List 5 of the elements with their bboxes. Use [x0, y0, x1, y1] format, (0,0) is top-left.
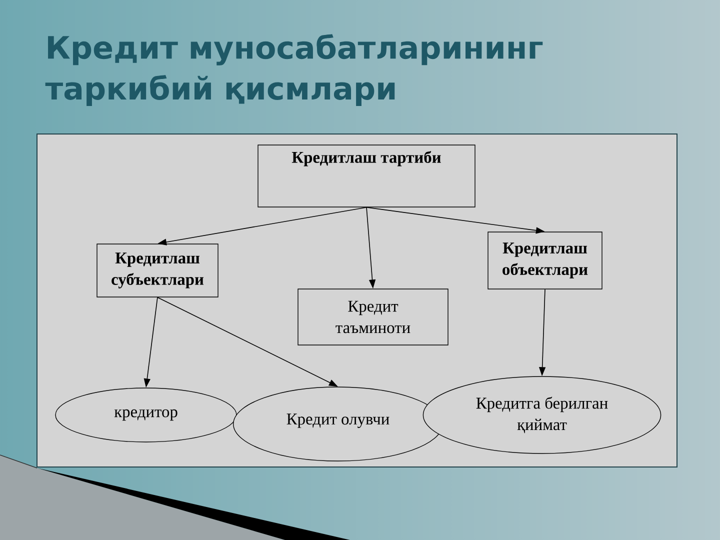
box: Кредитлаш объектлари — [488, 232, 602, 290]
title: Кредит муносабатларининг таркибий қисмлари — [45, 34, 543, 106]
box: Кредит таъминоти — [298, 288, 448, 346]
box: Кредитлаш тартиби — [258, 144, 476, 208]
box: Кредитлаш субъектлари — [96, 244, 218, 298]
